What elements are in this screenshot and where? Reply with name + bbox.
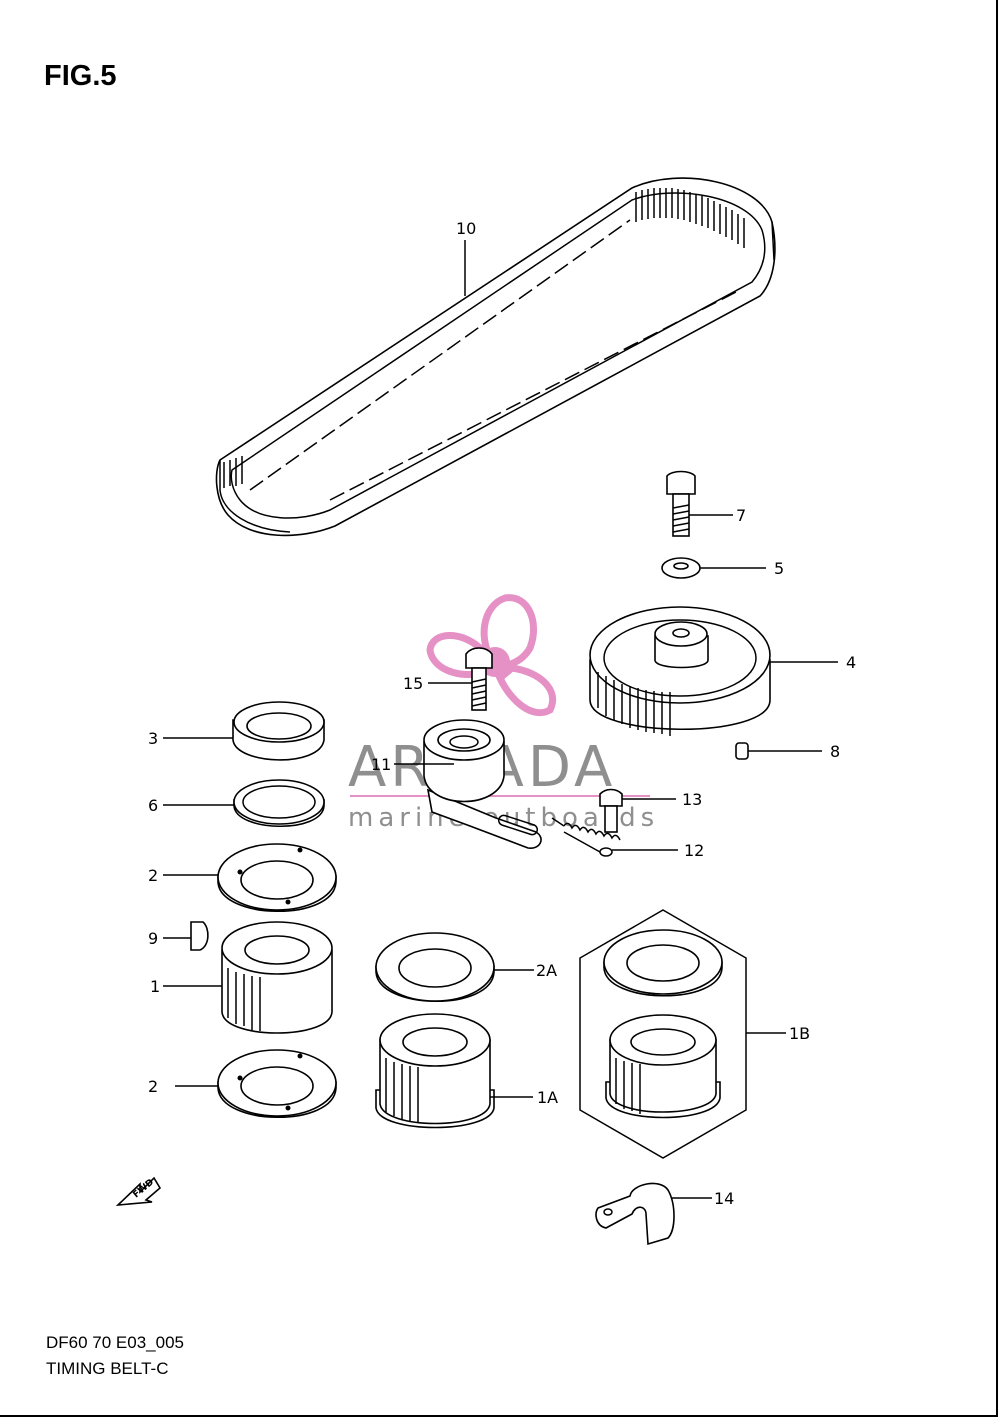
part-4-label: 4 xyxy=(846,653,856,672)
part-7-label: 7 xyxy=(736,506,746,525)
ring-6-drawing xyxy=(233,779,325,828)
part-1B-label: 1B xyxy=(789,1024,810,1043)
nut-3-drawing xyxy=(232,701,325,761)
part-1A-label: 1A xyxy=(537,1088,558,1107)
part-8-label: 8 xyxy=(830,742,840,761)
plate-2-upper-drawing xyxy=(217,843,337,913)
part-2-lower-label: 2 xyxy=(148,1077,158,1096)
key-9-drawing xyxy=(190,921,209,951)
part-1-label: 1 xyxy=(150,977,160,996)
part-6-label: 6 xyxy=(148,796,158,815)
clamp-14-drawing xyxy=(595,1182,675,1246)
crank-pulley-1-drawing xyxy=(221,921,333,1034)
figure-code: DF60 70 E03_005 xyxy=(46,1333,184,1352)
propeller-logo-icon xyxy=(426,594,556,717)
bolt-13-drawing xyxy=(599,788,623,833)
part-13-label: 13 xyxy=(682,790,702,809)
tensioner-11-drawing xyxy=(423,719,542,849)
part-12-label: 12 xyxy=(684,841,704,860)
part-14-label: 14 xyxy=(714,1189,734,1208)
pulley-4-drawing xyxy=(589,606,771,736)
spring-12-drawing xyxy=(551,817,621,857)
part-9-label: 9 xyxy=(148,929,158,948)
part-11-label: 11 xyxy=(371,755,391,774)
pin-8-drawing xyxy=(735,742,749,760)
figure-title: FIG.5 xyxy=(44,60,117,92)
part-2A-label: 2A xyxy=(536,961,557,980)
plate-2A-drawing xyxy=(375,932,495,1003)
bolt-7-drawing xyxy=(666,470,696,537)
washer-5-drawing xyxy=(661,557,701,579)
forward-direction-arrow-icon: FWD xyxy=(115,1176,162,1206)
part-10-label: 10 xyxy=(456,219,476,238)
part-3-label: 3 xyxy=(148,729,158,748)
timing-belt-drawing xyxy=(215,177,776,537)
plate-2-lower-drawing xyxy=(217,1049,337,1119)
part-15-label: 15 xyxy=(403,674,423,693)
part-2-upper-label: 2 xyxy=(148,866,158,885)
bolt-15-drawing xyxy=(465,647,493,711)
crank-pulley-1A-drawing xyxy=(375,1013,495,1129)
figure-name: TIMING BELT-C xyxy=(46,1359,169,1378)
pulley-set-1B-drawing xyxy=(579,909,747,1159)
part-5-label: 5 xyxy=(774,559,784,578)
